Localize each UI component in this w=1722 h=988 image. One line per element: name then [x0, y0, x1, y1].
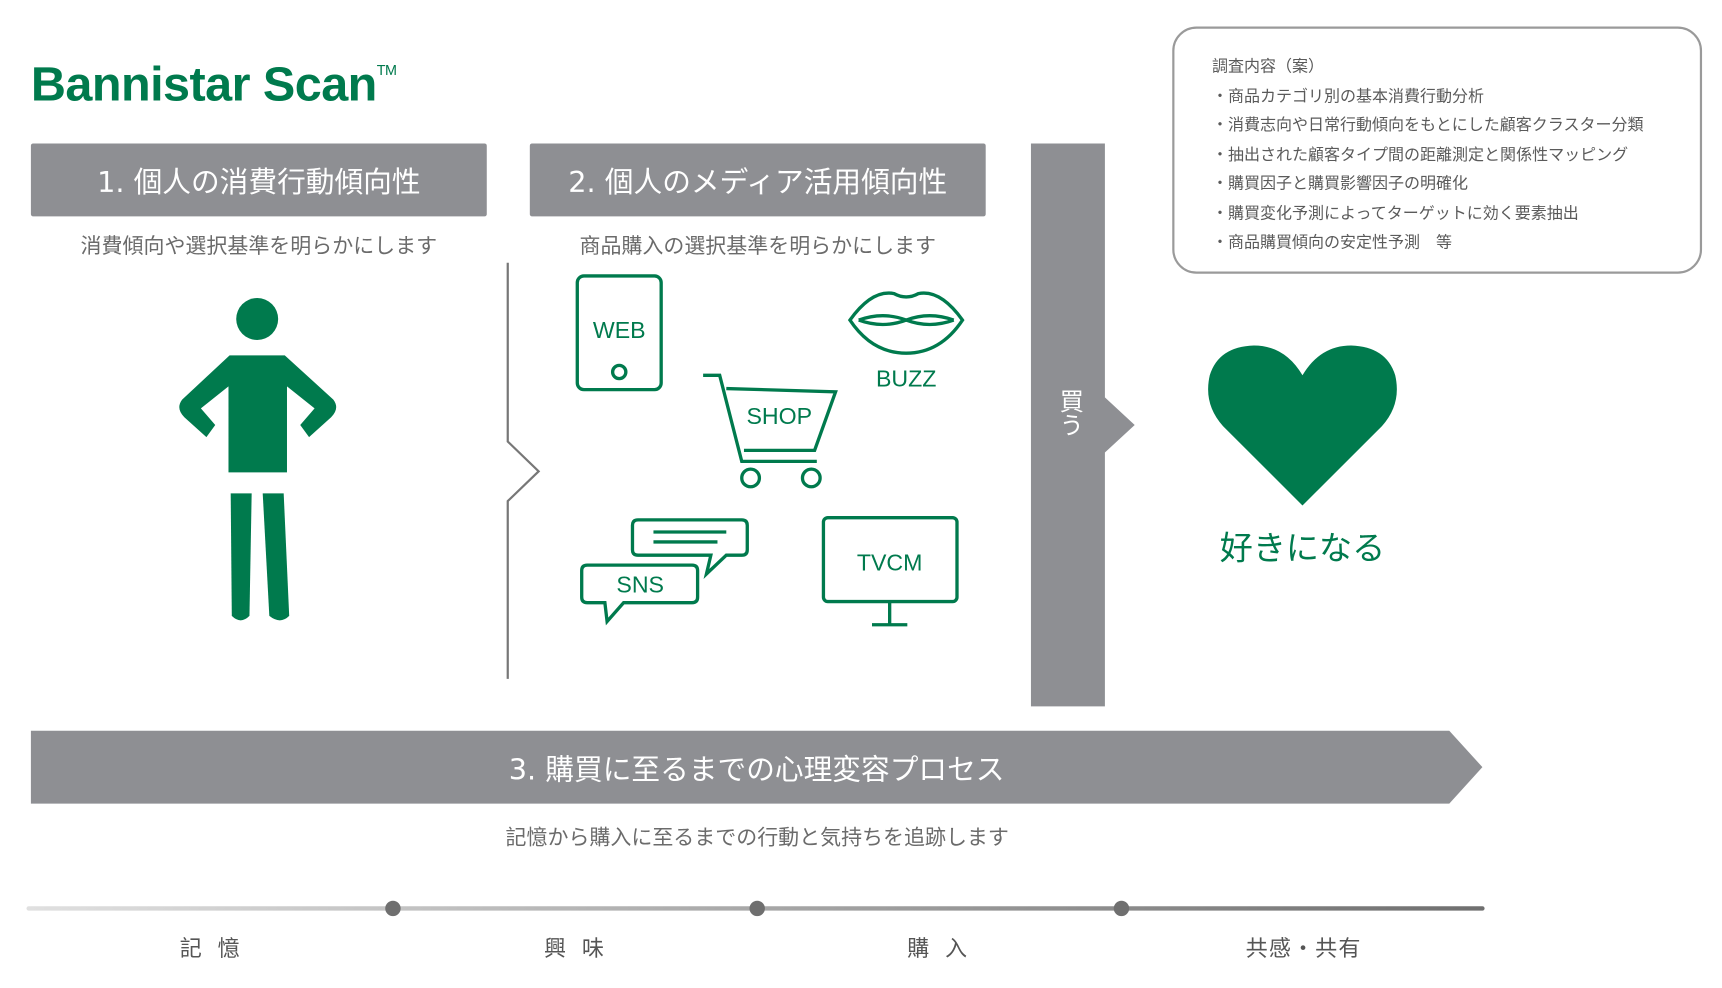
media-label-buzz: BUZZ [876, 365, 936, 391]
timeline-dot [385, 900, 401, 917]
timeline-dot [1113, 900, 1130, 917]
brand-logo: Bannistar ScanTM [30, 57, 397, 112]
media-label-shop: SHOP [746, 403, 812, 429]
person-icon [179, 298, 337, 621]
survey-item: ・購買変化予測によってターゲットに効く要素抽出 [1211, 204, 1579, 223]
section3-header: 3. 購買に至るまでの心理変容プロセス [508, 753, 1005, 787]
section2-subtitle: 商品購入の選択基準を明らかにします [579, 234, 937, 259]
survey-item: ・抽出された顧客タイプ間の距離測定と関係性マッピング [1211, 146, 1629, 164]
chat-bubbles-icon [580, 518, 749, 626]
result-label: 好きになる [1219, 529, 1386, 569]
web-tablet-icon [575, 274, 663, 392]
process-arrow-bar [30, 730, 1483, 804]
lips-icon [847, 291, 965, 355]
survey-item: ・商品購買傾向の安定性予測 等 [1211, 234, 1453, 252]
buy-arrow-bar [1030, 143, 1135, 707]
timeline-label-interest: 興 味 [543, 934, 609, 962]
media-label-sns: SNS [616, 572, 664, 598]
tv-icon [821, 516, 959, 627]
survey-item: ・購買因子と購買影響因子の明確化 [1211, 175, 1469, 194]
divider-chevron [506, 262, 541, 679]
shopping-cart-icon [703, 373, 838, 489]
section1-header: 1. 個人の消費行動傾向性 [30, 143, 487, 217]
media-label-web: WEB [593, 317, 646, 343]
buy-label: 買う [1055, 388, 1083, 438]
survey-item: ・消費志向や日常行動傾向をもとにした顧客クラスター分類 [1211, 117, 1644, 135]
timeline-label-share: 共感・共有 [1245, 934, 1362, 962]
media-label-tvcm: TVCM [857, 550, 923, 576]
timeline-dot [749, 900, 765, 917]
section3-subtitle: 記憶から購入に至るまでの行動と気持ちを追跡します [505, 825, 1009, 850]
section2-header: 2. 個人のメディア活用傾向性 [529, 143, 986, 217]
heart-icon [1208, 345, 1397, 506]
survey-item: ・商品カテゴリ別の基本消費行動分析 [1211, 87, 1485, 106]
section1-subtitle: 消費傾向や選択基準を明らかにします [80, 234, 438, 259]
survey-title: 調査内容（案） [1211, 58, 1325, 77]
timeline-label-memory: 記 憶 [179, 934, 245, 962]
timeline-label-purchase: 購 入 [907, 934, 972, 962]
survey-contents-box: 調査内容（案） ・商品カテゴリ別の基本消費行動分析 ・消費志向や日常行動傾向をも… [1172, 26, 1703, 274]
